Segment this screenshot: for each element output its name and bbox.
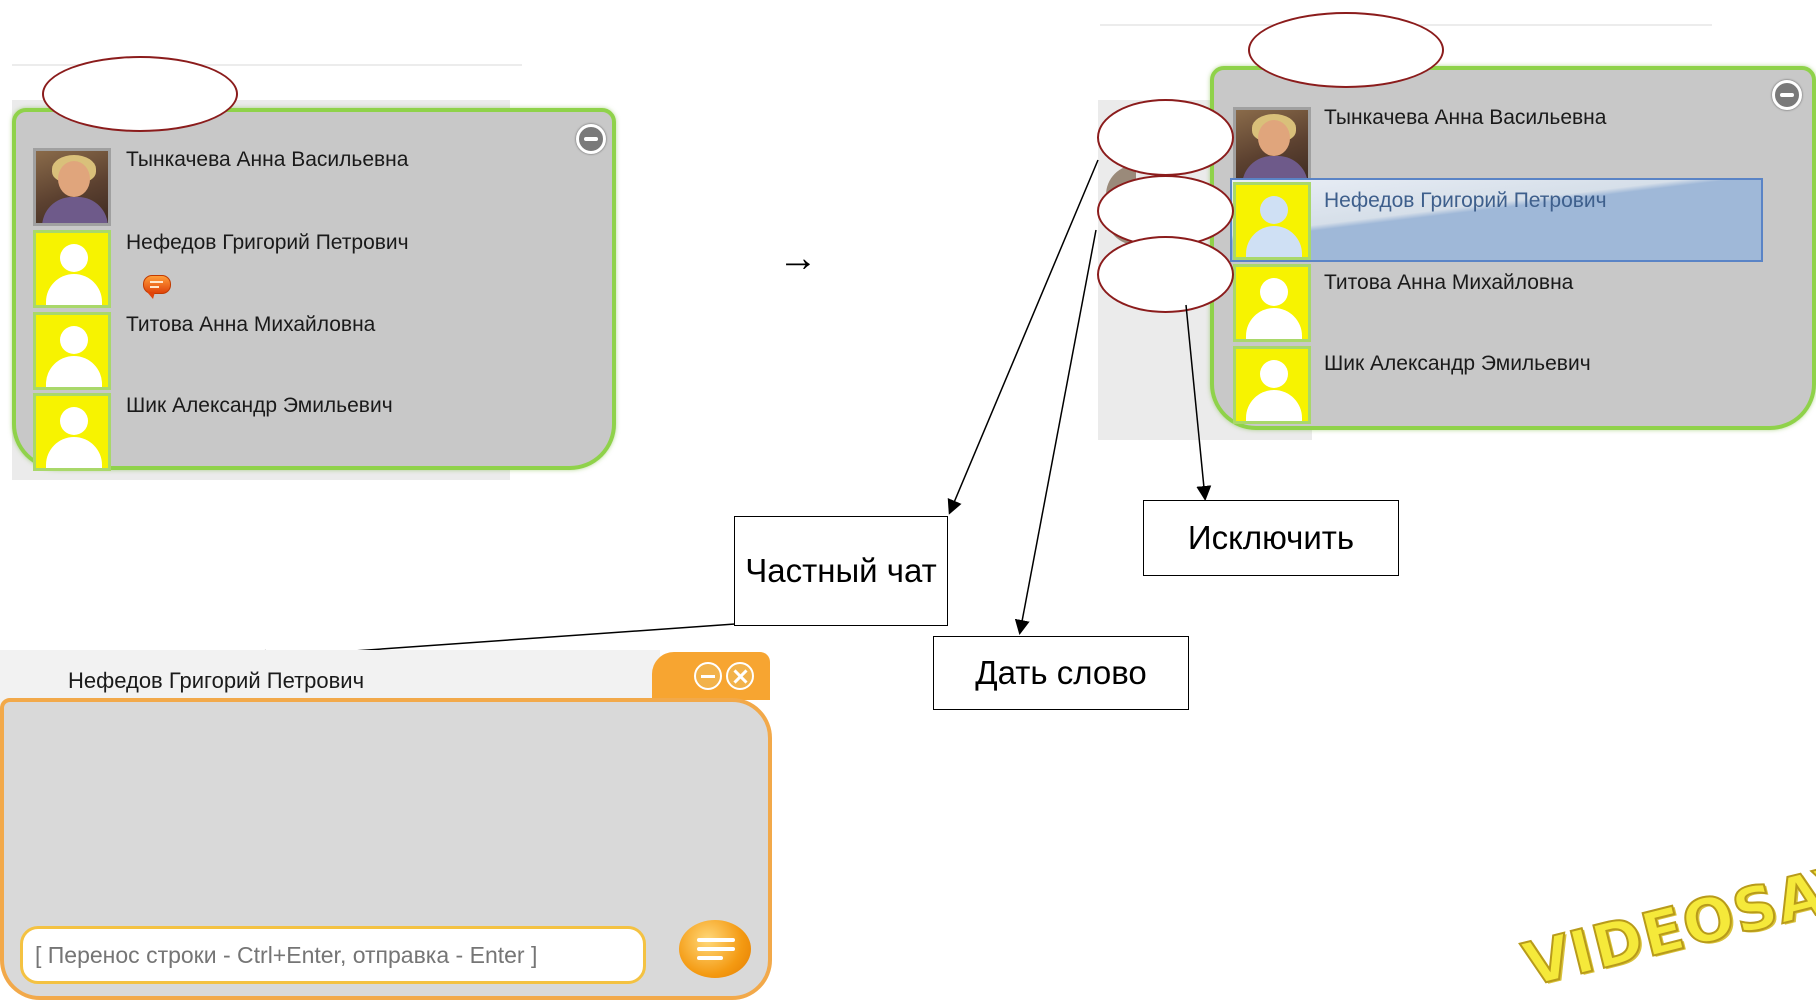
minimize-icon[interactable] <box>694 662 722 690</box>
participant-avatar-default <box>1233 346 1311 424</box>
send-message-button[interactable] <box>679 920 751 978</box>
participant-avatar-default <box>33 312 111 390</box>
participant-name[interactable]: Титова Анна Михайловна <box>1324 271 1574 294</box>
participants-panel-before <box>12 108 616 470</box>
menu-ellipse-private-chat <box>1097 99 1234 176</box>
participant-avatar-default <box>33 393 111 471</box>
participant-name[interactable]: Тынкачева Анна Васильевна <box>1324 106 1607 129</box>
selected-participant-row[interactable] <box>1230 178 1763 262</box>
divider-line <box>12 64 522 66</box>
participant-name[interactable]: Титова Анна Михайловна <box>126 313 376 336</box>
callout-give-word: Дать слово <box>933 636 1189 710</box>
close-icon[interactable] <box>726 662 754 690</box>
connector-exclude <box>1185 304 1212 501</box>
minimize-icon[interactable] <box>1772 80 1802 110</box>
chat-message-input[interactable] <box>20 926 646 984</box>
menu-ellipse-give-word <box>1097 175 1234 247</box>
highlight-ellipse <box>1248 12 1444 88</box>
highlight-ellipse <box>42 56 238 132</box>
participant-name-selected[interactable]: Нефедов Григорий Петрович <box>1324 189 1607 212</box>
participant-avatar-default <box>1233 264 1311 342</box>
participant-avatar-photo <box>33 148 111 226</box>
participant-name[interactable]: Шик Александр Эмильевич <box>1324 352 1591 375</box>
transition-arrow: → <box>778 236 818 280</box>
participant-name[interactable]: Нефедов Григорий Петрович <box>126 231 409 254</box>
callout-private-chat: Частный чат <box>734 516 948 626</box>
participant-name[interactable]: Тынкачева Анна Васильевна <box>126 148 409 171</box>
chat-titlebar <box>0 650 660 705</box>
chat-bubble-icon[interactable] <box>143 275 171 299</box>
participant-avatar-default <box>1233 182 1311 260</box>
minimize-icon[interactable] <box>576 124 606 154</box>
callout-exclude: Исключить <box>1143 500 1399 576</box>
participant-avatar-default <box>33 230 111 308</box>
participant-avatar-photo <box>1233 107 1311 185</box>
participant-name[interactable]: Шик Александр Эмильевич <box>126 394 393 417</box>
connector-private-chat <box>947 159 1099 515</box>
connector-give-word <box>1014 229 1097 635</box>
menu-ellipse-exclude <box>1097 236 1234 313</box>
chat-window-title: Нефедов Григорий Петрович <box>68 668 365 693</box>
